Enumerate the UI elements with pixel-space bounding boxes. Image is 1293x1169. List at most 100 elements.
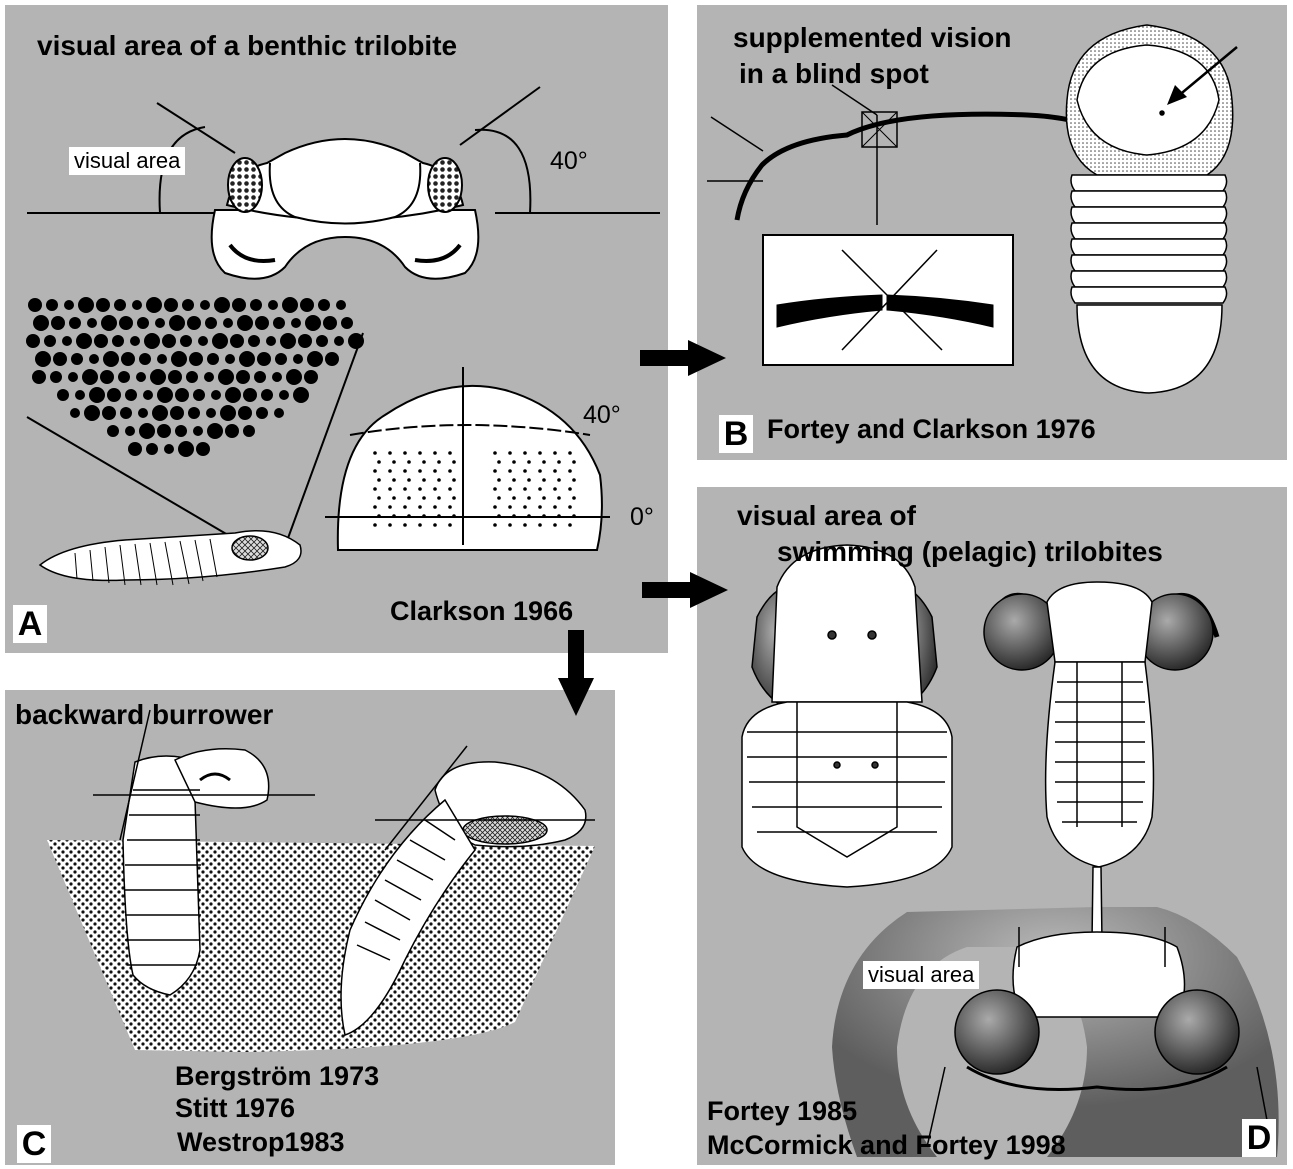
dome-dot — [493, 451, 497, 455]
dome-dot — [452, 514, 456, 518]
panel-d-citation-2: McCormick and Fortey 1998 — [707, 1129, 1066, 1161]
lens-dot — [168, 370, 182, 384]
lens-dot — [280, 333, 296, 349]
dome-dot — [523, 487, 527, 491]
panel-b-letter: B — [719, 415, 753, 453]
lens-dot — [275, 353, 287, 365]
panel-d-title-line2: swimming (pelagic) trilobites — [777, 535, 1163, 568]
lens-dot — [214, 297, 230, 313]
lens-dot — [257, 352, 271, 366]
dome-dot — [512, 514, 516, 518]
lens-dot — [146, 297, 162, 313]
lens-dot — [53, 352, 67, 366]
pelagic-trilobite-right — [984, 582, 1217, 942]
panel-a-citation: Clarkson 1966 — [390, 595, 573, 627]
dome-dot — [538, 469, 542, 473]
lens-dot — [298, 334, 312, 348]
dome-dot — [373, 451, 377, 455]
dome-dot — [557, 478, 561, 482]
lens-dot — [182, 299, 194, 311]
lens-dot — [125, 389, 137, 401]
dome-dot — [493, 487, 497, 491]
lens-dot — [125, 426, 135, 436]
lens-dot — [150, 369, 166, 385]
lens-dot — [89, 387, 105, 403]
lens-dot — [143, 390, 153, 400]
lens-dot — [186, 371, 198, 383]
lens-dot — [205, 317, 217, 329]
lens-dot — [114, 299, 126, 311]
lens-dot — [178, 441, 194, 457]
lens-dot — [238, 406, 252, 420]
lens-dot — [341, 317, 353, 329]
enlargement-connector — [27, 333, 363, 560]
lens-dot — [293, 387, 309, 403]
lens-dot — [220, 405, 236, 421]
dome-dot — [407, 478, 411, 482]
dome-dot — [493, 505, 497, 509]
lens-dot — [196, 442, 210, 456]
lens-dot — [89, 354, 99, 364]
angle-label-dome-top: 40° — [583, 401, 621, 430]
lens-dot — [273, 317, 285, 329]
dome-dot — [523, 505, 527, 509]
dome-dot — [377, 496, 381, 500]
dome-dot — [448, 469, 452, 473]
arrow-a-to-d — [640, 570, 730, 610]
lens-dot — [325, 352, 339, 366]
lens-dot — [139, 353, 151, 365]
dome-dot — [422, 496, 426, 500]
lens-dot — [35, 351, 51, 367]
lens-dot — [189, 352, 203, 366]
pelagic-trilobite-left — [742, 545, 952, 887]
dome-dot — [523, 451, 527, 455]
dome-dot — [392, 478, 396, 482]
lens-dot — [279, 390, 289, 400]
lens-dot — [255, 316, 269, 330]
lens-dot — [218, 369, 234, 385]
dome-dot — [493, 469, 497, 473]
dome-dot — [508, 505, 512, 509]
lens-dot — [243, 388, 257, 402]
lens-dot — [225, 354, 235, 364]
lens-dot — [293, 354, 303, 364]
lens-dot — [207, 423, 223, 439]
dome-dot — [553, 469, 557, 473]
panel-b-title-line2: in a blind spot — [739, 57, 929, 90]
dome-dot — [422, 478, 426, 482]
lens-dot — [82, 369, 98, 385]
dome-dot — [527, 514, 531, 518]
lens-dot — [232, 298, 246, 312]
lens-dot — [137, 317, 149, 329]
panel-b-title-line1: supplemented vision — [733, 21, 1012, 54]
lens-dot — [46, 299, 58, 311]
lens-dot — [274, 408, 284, 418]
dome-dot — [418, 505, 422, 509]
lens-dot — [268, 300, 278, 310]
lens-dot — [334, 336, 344, 346]
dome-dot — [422, 460, 426, 464]
panel-d-drawing — [697, 487, 1287, 1165]
panel-c-title: backward burrower — [15, 698, 273, 731]
lens-dot — [121, 352, 135, 366]
dome-dot — [433, 505, 437, 509]
dome-dot — [512, 496, 516, 500]
lens-dot — [94, 334, 108, 348]
lens-dot — [187, 316, 201, 330]
lens-dot — [256, 407, 268, 419]
angle-label-dome-bottom: 0° — [630, 503, 654, 532]
dome-dot — [388, 451, 392, 455]
lens-dot — [119, 316, 133, 330]
lens-dot — [139, 423, 155, 439]
lens-dot — [64, 300, 74, 310]
dome-dot — [568, 469, 572, 473]
lens-dot — [157, 354, 167, 364]
lens-dot — [318, 299, 330, 311]
dome-dot — [538, 487, 542, 491]
lens-dot — [323, 316, 337, 330]
dome-dot — [407, 496, 411, 500]
lens-dot — [78, 297, 94, 313]
lens-dot — [336, 300, 346, 310]
lens-dot — [193, 389, 205, 401]
dome-dot — [403, 469, 407, 473]
